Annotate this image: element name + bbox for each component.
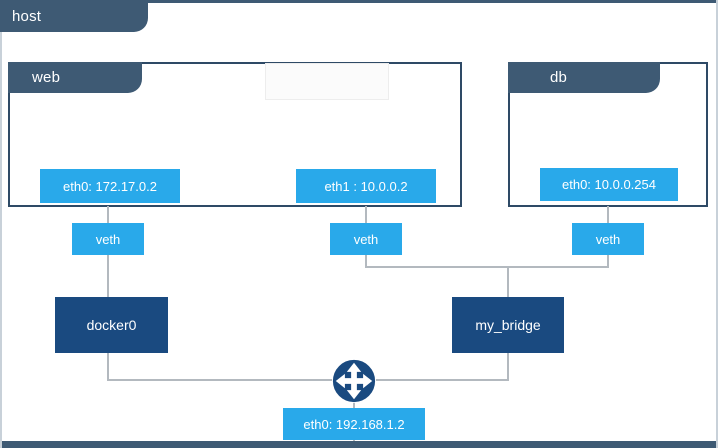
connector-eth0db-veth	[607, 206, 609, 223]
veth-right-badge: veth	[572, 223, 644, 255]
connector-vethmid-junction	[365, 255, 367, 268]
host-frame-bottom	[0, 441, 718, 448]
my-bridge-label: my_bridge	[475, 317, 541, 333]
web-tab: web	[8, 62, 142, 93]
connector-bridges-router	[107, 379, 509, 381]
ghost-box	[265, 63, 389, 100]
host-frame-left	[0, 0, 2, 448]
veth-left-badge: veth	[72, 223, 144, 255]
veth-middle-badge: veth	[330, 223, 402, 255]
web-eth1-badge: eth1 : 10.0.0.2	[296, 169, 436, 203]
host-tab-label: host	[12, 7, 42, 25]
connector-junction-horizontal	[365, 266, 609, 268]
veth-right-label: veth	[595, 231, 621, 247]
host-frame-right	[716, 0, 718, 448]
connector-vethright-junction	[607, 255, 609, 268]
host-eth0-badge: eth0: 192.168.1.2	[283, 408, 425, 440]
my-bridge-box: my_bridge	[452, 297, 564, 353]
router-icon	[331, 358, 377, 404]
connector-router-hosteth	[353, 402, 355, 409]
host-tab: host	[0, 0, 148, 32]
veth-left-label: veth	[95, 231, 121, 247]
web-eth1-label: eth1 : 10.0.0.2	[324, 178, 408, 194]
connector-eth0web-veth	[107, 206, 109, 223]
db-eth0-label: eth0: 10.0.0.254	[562, 177, 656, 192]
connector-veth-docker0	[107, 255, 109, 297]
docker0-bridge-box: docker0	[55, 297, 168, 353]
connector-eth1-veth	[365, 206, 367, 223]
host-eth0-label: eth0: 192.168.1.2	[303, 416, 405, 432]
docker0-label: docker0	[86, 317, 137, 333]
connector-docker0-down	[107, 353, 109, 381]
web-tab-label: web	[32, 69, 61, 86]
db-tab-label: db	[550, 69, 568, 86]
db-tab: db	[508, 62, 660, 93]
veth-middle-label: veth	[353, 231, 379, 247]
connector-mybridge-down	[507, 353, 509, 380]
host-frame-top	[0, 0, 718, 3]
connector-junction-mybridge	[507, 266, 509, 297]
web-eth0-badge: eth0: 172.17.0.2	[40, 169, 180, 203]
web-eth0-label: eth0: 172.17.0.2	[63, 178, 157, 194]
db-eth0-badge: eth0: 10.0.0.254	[540, 168, 678, 201]
